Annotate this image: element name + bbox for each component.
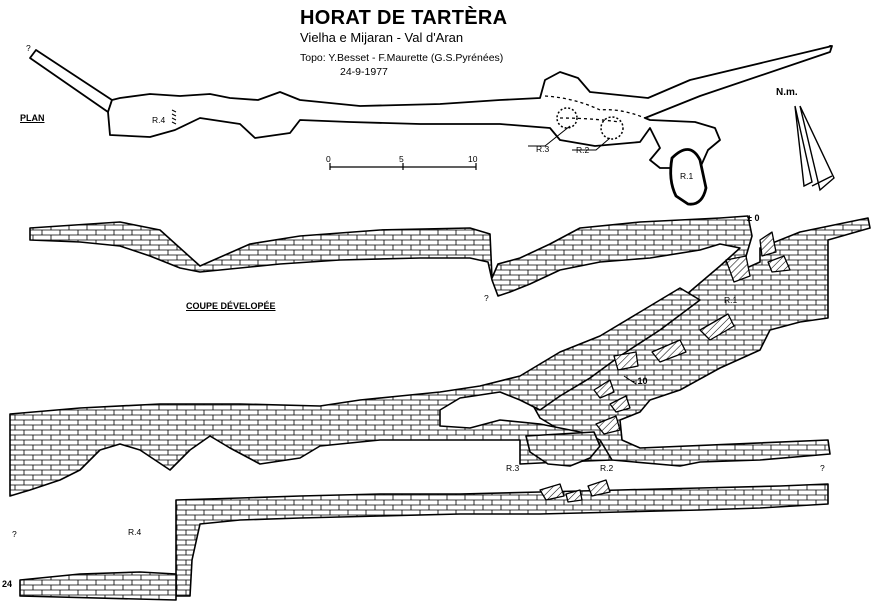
section-unknown-right: ? bbox=[820, 463, 825, 473]
section-unknown-left: ? bbox=[12, 529, 17, 539]
scale-label-10: 10 bbox=[468, 154, 478, 164]
section-bottom-floor bbox=[19, 571, 177, 601]
section-marker-r4: R.4 bbox=[128, 527, 142, 537]
survey-title: HORAT DE TARTÈRA bbox=[300, 7, 508, 29]
page-number: 24 bbox=[2, 579, 13, 589]
section-marker-r2: R.2 bbox=[600, 463, 614, 473]
scale-label-0: 0 bbox=[326, 154, 331, 164]
section-upper-rock bbox=[29, 215, 871, 467]
depth-minus-ten-label: - 10 bbox=[632, 376, 648, 386]
north-arrow-icon bbox=[794, 105, 835, 192]
plan-marker-r3: R.3 bbox=[536, 144, 550, 154]
north-label: N.m. bbox=[776, 87, 798, 98]
plan-shaft-r3 bbox=[556, 107, 578, 129]
survey-authors: Topo: Y.Besset - F.Maurette (G.S.Pyrénée… bbox=[300, 52, 504, 64]
plan-main-gallery bbox=[107, 45, 833, 169]
section-marker-r1: R.1 bbox=[724, 295, 738, 305]
plan-left-passage bbox=[29, 49, 113, 113]
section-label: COUPE DÉVELOPÉE bbox=[186, 301, 276, 311]
section-marker-r3: R.3 bbox=[506, 463, 520, 473]
collapse-blocks bbox=[539, 231, 791, 503]
section-unknown-top: ? bbox=[484, 293, 489, 303]
section-floor-r3 bbox=[525, 431, 601, 467]
section-lower-rock bbox=[175, 483, 829, 597]
plan-shaft-r2 bbox=[600, 116, 624, 140]
plan-chamber-r1 bbox=[669, 148, 708, 206]
survey-date: 24-9-1977 bbox=[340, 66, 388, 78]
plan-marker-r2: R.2 bbox=[576, 145, 590, 155]
section-view bbox=[9, 215, 871, 601]
plan-unknown-right: ? bbox=[828, 43, 833, 53]
scale-bar bbox=[329, 163, 477, 170]
depth-zero-label: ± 0 bbox=[747, 213, 760, 223]
plan-marker-r1: R.1 bbox=[680, 171, 694, 181]
plan-marker-r4: R.4 bbox=[152, 115, 166, 125]
scale-label-5: 5 bbox=[399, 154, 404, 164]
plan-unknown-left: ? bbox=[26, 43, 31, 53]
plan-view bbox=[29, 45, 833, 206]
plan-label: PLAN bbox=[20, 113, 45, 123]
survey-location: Vielha e Mijaran - Val d'Aran bbox=[300, 30, 464, 45]
